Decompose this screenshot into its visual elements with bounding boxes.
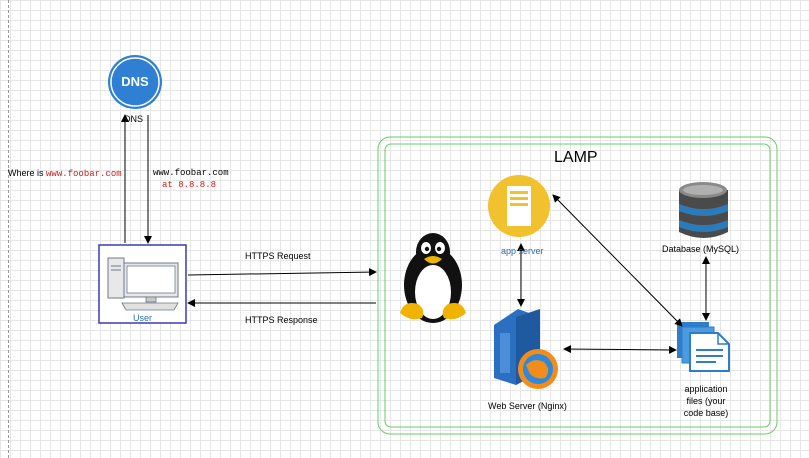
https-request-label: HTTPS Request — [245, 251, 311, 261]
app-files-line3: code base) — [683, 408, 729, 418]
lamp-title: LAMP — [554, 149, 598, 166]
where-is-label: Where is www.foobar.com — [8, 168, 122, 179]
app-files-line2: files (your — [686, 396, 726, 406]
answer-ip: at 8.8.8.8 — [162, 180, 217, 190]
database-label: Database (MySQL) — [662, 244, 740, 254]
web-to-files-arrow — [563, 345, 677, 354]
app-to-files-arrow — [552, 194, 683, 327]
database-icon[interactable] — [679, 182, 728, 238]
lamp-inner-border — [384, 143, 771, 428]
dns-label: DNS — [124, 114, 144, 124]
linux-penguin-icon — [400, 233, 466, 323]
app-server-label: app server — [501, 246, 544, 256]
web-server-icon[interactable] — [494, 309, 558, 389]
page-guide-line — [8, 0, 9, 458]
computer-icon — [107, 257, 179, 311]
where-is-prefix: Where is — [8, 168, 47, 178]
dns-icon-text: DNS — [121, 74, 149, 89]
web-server-label: Web Server (Nginx) — [488, 401, 567, 411]
where-is-domain: www.foobar.com — [46, 169, 122, 179]
lamp-outer-border — [377, 136, 778, 435]
https-response-label: HTTPS Response — [245, 315, 318, 325]
dns-icon[interactable] — [108, 55, 162, 109]
https-request-arrow — [187, 268, 377, 277]
app-files-line1: application — [684, 384, 728, 394]
files-icon[interactable] — [677, 322, 730, 372]
app-server-icon[interactable] — [488, 175, 550, 237]
user-label: User — [132, 313, 152, 323]
answer-domain: www.foobar.com — [153, 168, 229, 178]
